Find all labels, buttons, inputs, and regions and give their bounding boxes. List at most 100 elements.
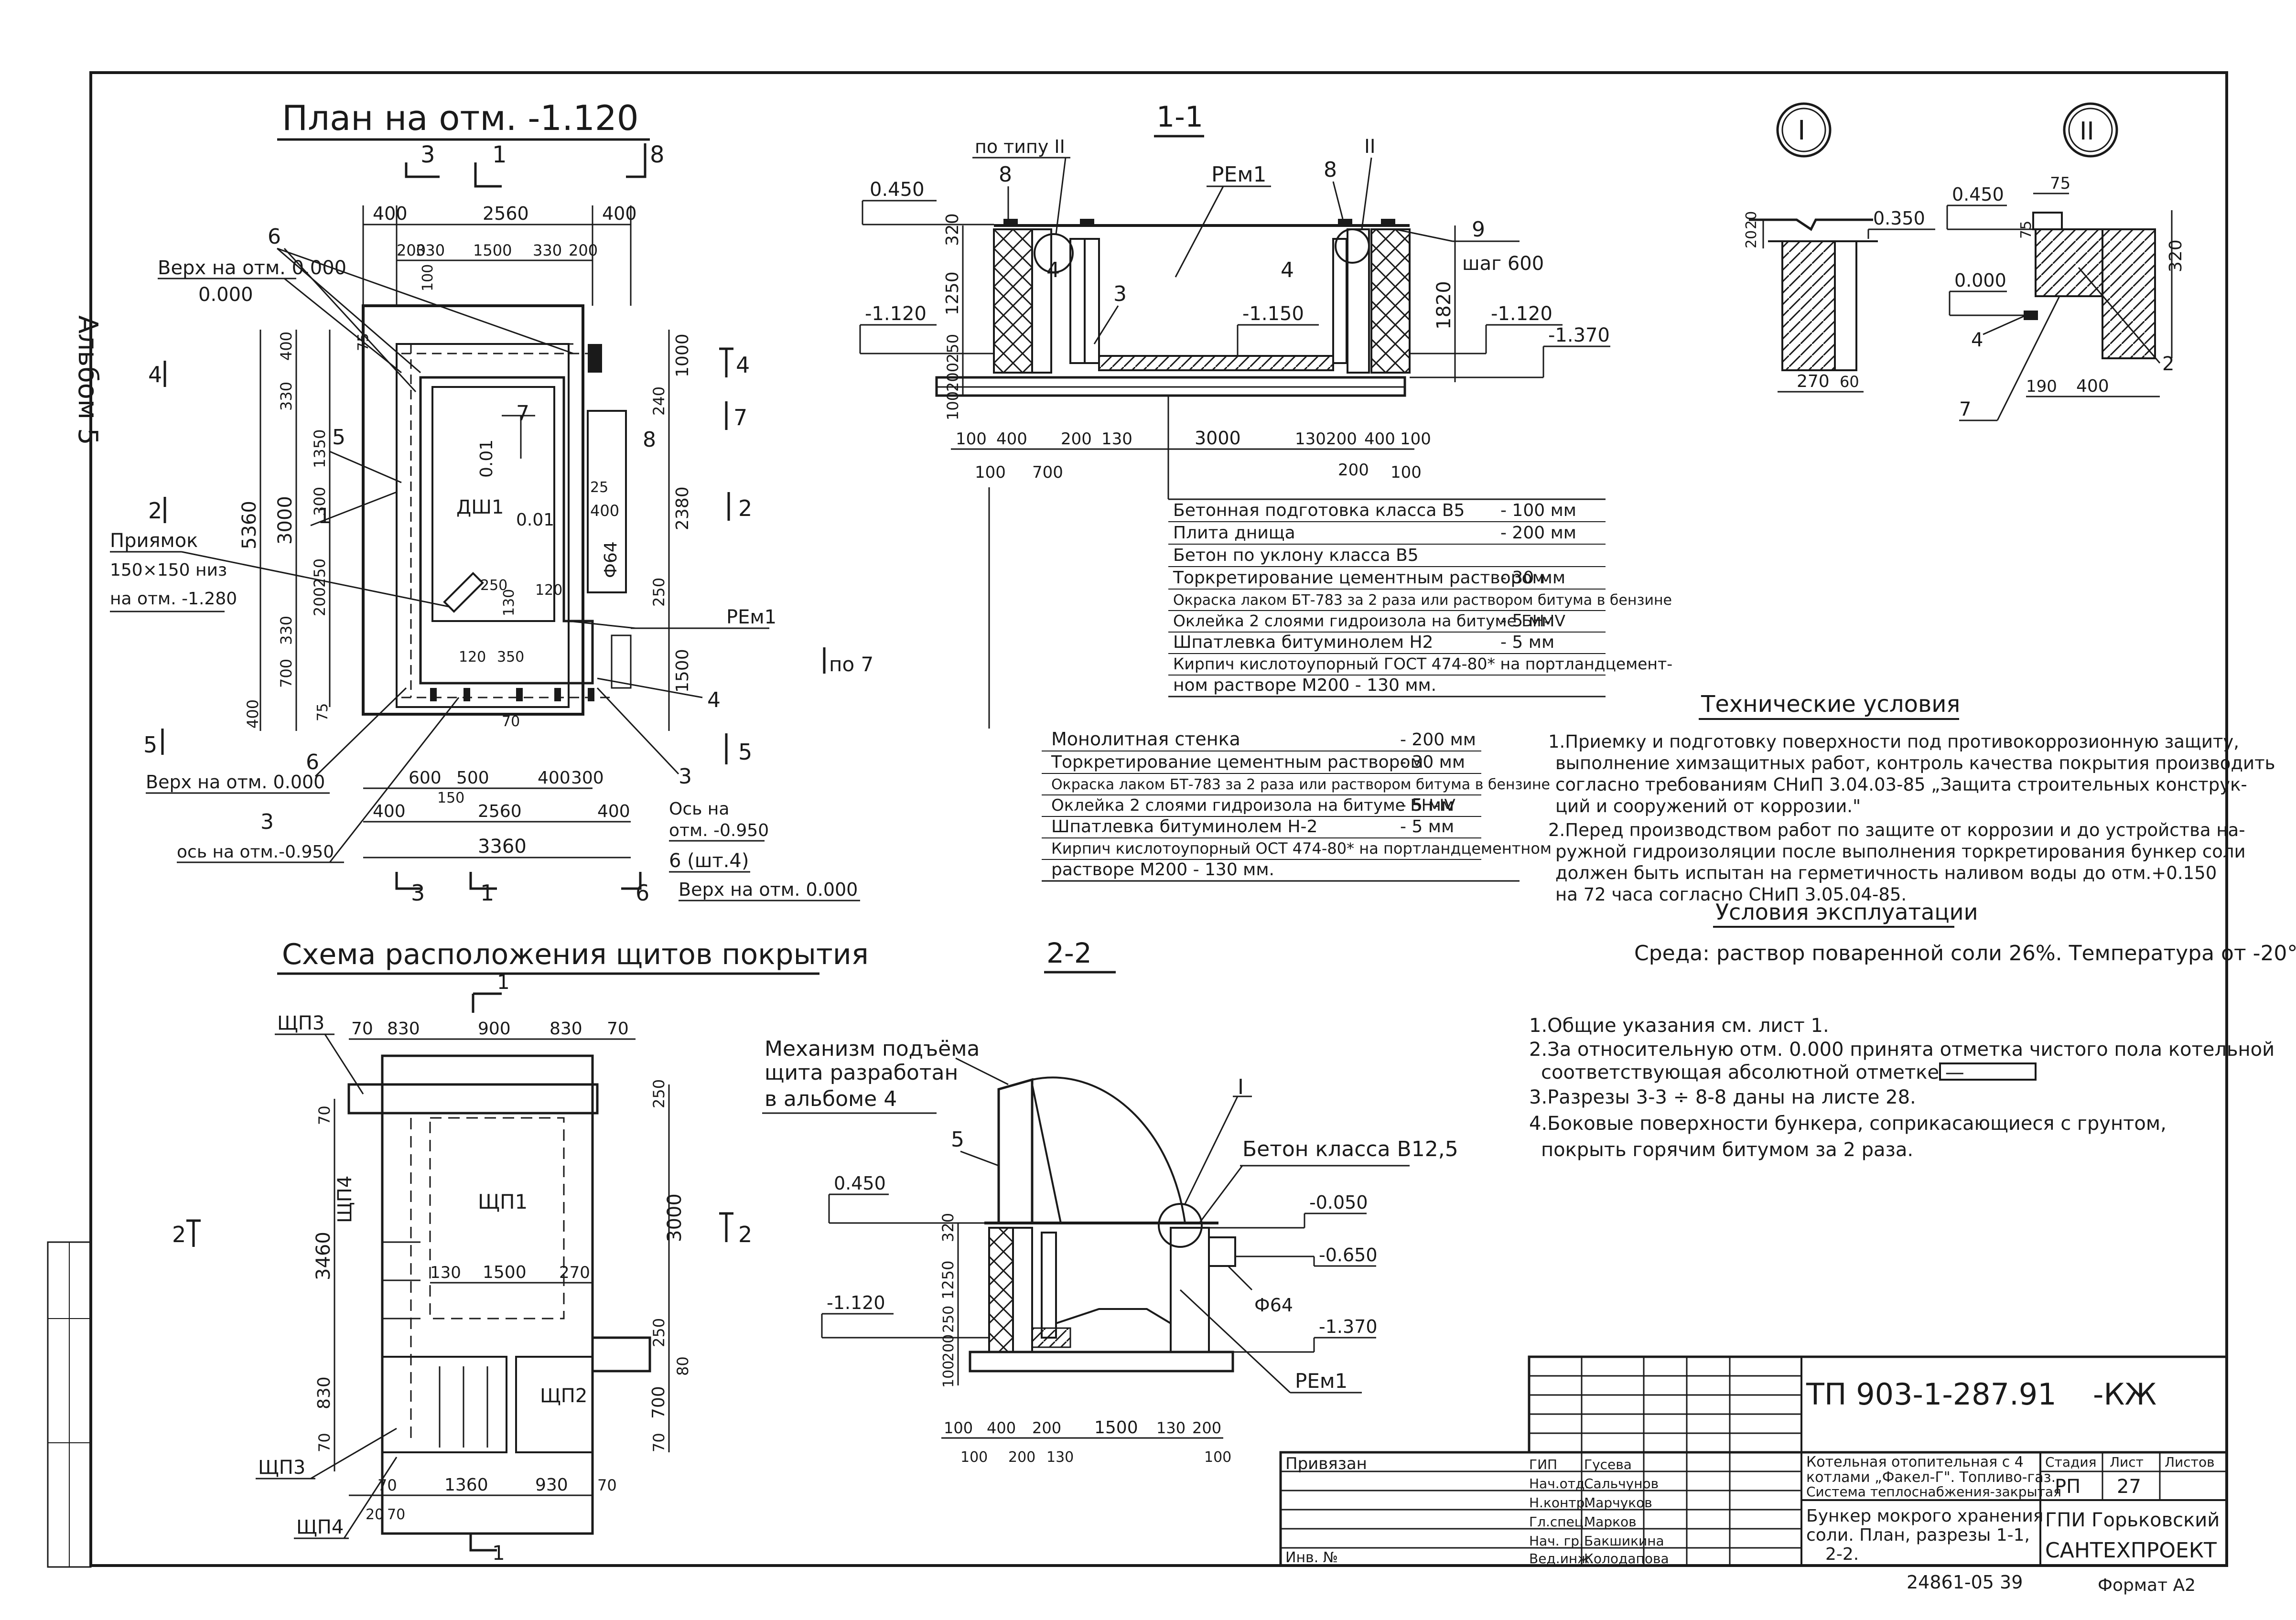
detail-ii-dim-75b: 75 [2018, 221, 2035, 239]
plan-title: План на отм. -1.120 [282, 98, 639, 138]
margin-stamp [47, 1241, 92, 1568]
sec2-dim-b-4: 130 [1156, 1419, 1186, 1437]
sec2-mech-0: Механизм подъёма [765, 1037, 980, 1061]
tech-conditions: Технические условия 1.Приемку и подготов… [1548, 691, 2296, 966]
scheme-sec-2-left: 2 [172, 1222, 186, 1247]
detail-i-elev: 0.350 [1873, 208, 1925, 229]
stamp-sheet-title-2: 2-2. [1825, 1545, 1859, 1564]
layer1-0: Бетонная подготовка класса В5 [1173, 501, 1465, 520]
sec1-dim-320: 320 [943, 213, 962, 246]
plan-small-150: 150 [437, 790, 464, 806]
scheme-sec-2-right: 2 [738, 1222, 752, 1247]
scheme-panel-shp3-top: ЩП3 [277, 1012, 324, 1034]
sec2-elev-1: -1.120 [827, 1292, 885, 1313]
detail-i: I 0.350 20 20 270 60 [1743, 102, 1935, 393]
exp-title: Условия эксплуатации [1715, 899, 1978, 925]
detail-ii-num-7: 7 [1959, 398, 1971, 420]
layer1-6-val: - 5 мм [1500, 633, 1554, 652]
plan-dim-inner-0: 200 [397, 241, 426, 259]
scheme-dim-inner-1: 1500 [483, 1263, 527, 1282]
sec2-dim-b-2: 200 [1032, 1419, 1061, 1437]
scheme-dim-top-1: 830 [387, 1019, 420, 1039]
plan-slope-1: 0.01 [477, 440, 496, 478]
sec1-elev-right1: -1.120 [1491, 303, 1552, 325]
stamp-role-1: Нач.отд. [1529, 1476, 1589, 1491]
detail-i-dim-270: 270 [1797, 372, 1830, 391]
stamp-project-0: Котельная отопительная с 4 [1806, 1454, 2024, 1470]
sec1-title: 1-1 [1156, 100, 1203, 134]
layer1-5-val: - 5 мм [1500, 611, 1554, 631]
detail-i-dim-1: 20 [1743, 211, 1760, 229]
plan-sec-5-left: 5 [143, 732, 157, 758]
plan-small-120a: 120 [535, 582, 562, 599]
scheme-dim-top-3: 830 [550, 1019, 582, 1039]
plan-small-70: 70 [502, 713, 520, 730]
sec1-step: шаг 600 [1462, 253, 1544, 275]
stamp-role-3: Гл.спец. [1529, 1514, 1588, 1530]
scheme-panel-shp4-bot: ЩП4 [296, 1516, 344, 1538]
sec2-pem: РЕм1 [1295, 1369, 1347, 1393]
scheme-dim-bot2-1: 70 [387, 1506, 405, 1523]
plan-dim-b1-0: 600 [409, 768, 442, 788]
plan-dim-250-right: 250 [650, 578, 668, 607]
plan-dim-200-left: 200 [311, 587, 329, 616]
plan-dim-top-1: 2560 [483, 203, 529, 224]
note-1: 2.За относительную отм. 0.000 принята от… [1529, 1039, 2274, 1061]
sec1-dim-b-1: 400 [996, 429, 1027, 449]
stamp-role-2: Н.контр. [1529, 1495, 1589, 1511]
sec2-dim-b-5: 200 [1192, 1419, 1221, 1437]
plan-dsh: ДШ1 [456, 496, 504, 518]
layer2-4: Шпатлевка битуминолем Н-2 [1051, 817, 1317, 837]
detail-i-dim-0: 20 [1743, 230, 1760, 248]
sec1-elev-left: -1.120 [865, 303, 927, 325]
sec1-dim-b-4: 3000 [1195, 428, 1241, 449]
scheme-dim-right-250b: 250 [650, 1318, 668, 1347]
plan-dim-inner-3: 330 [533, 241, 562, 259]
plan-dim-330-left2: 330 [277, 616, 295, 645]
plan-br-top: Верх на отм. 0.000 [679, 879, 858, 900]
plan-small-130: 130 [501, 589, 517, 616]
stamp-project-1: котлами „Факел-Г". Топливо-газ. [1806, 1469, 2056, 1486]
layers-table-1: Бетонная подготовка класса В5 - 100 мм П… [1168, 498, 1672, 697]
scheme-dim-right-250a: 250 [650, 1079, 668, 1108]
scheme-panel-shp3-bot: ЩП3 [258, 1457, 305, 1479]
plan-sec-8-top: 8 [650, 141, 665, 168]
plan-dim-1350: 1350 [311, 429, 329, 468]
plan-sec-6-bot: 6 [636, 880, 649, 906]
plan-leader-6a: 6 [268, 225, 281, 249]
stamp-stage: РП [2055, 1476, 2080, 1498]
sec2-dim-b2-3: 100 [1204, 1449, 1231, 1466]
detail-ii: II 0.450 0.000 75 75 320 190 400 4 7 2 [1946, 102, 2186, 421]
scheme-dim-bot-0: 70 [377, 1476, 397, 1494]
plan-sec-2-right: 2 [738, 495, 752, 521]
scheme-panel-shp2: ЩП2 [540, 1385, 587, 1407]
plan-pit: Приямок [110, 530, 198, 552]
plan-dim-330-left: 330 [277, 382, 295, 411]
sec1-roman-ii: II [1364, 136, 1376, 158]
plan-sec-3-bot: 3 [411, 880, 425, 906]
scheme-dim-right-80: 80 [674, 1356, 692, 1376]
scheme-dim-left-70b: 70 [315, 1433, 334, 1452]
stamp-role-0: ГИП [1529, 1457, 1557, 1472]
layer1-3: Торкретирование цементным раствором [1173, 568, 1545, 588]
layers-table-2: Монолитная стенка - 200 мм Торкретирован… [988, 487, 1552, 882]
sec1-dim-b-5: 130 [1295, 429, 1326, 449]
stamp-role-4: Нач. гр. [1529, 1533, 1584, 1549]
scheme-dim-inner-2: 270 [559, 1263, 590, 1282]
detail-ii-dim-190: 190 [2026, 377, 2057, 396]
note-4: 4.Боковые поверхности бункера, соприкаса… [1529, 1113, 2167, 1135]
stamp-name-2: Марчуков [1584, 1495, 1652, 1511]
stamp-org-2: САНТЕХПРОЕКТ [2045, 1538, 2217, 1563]
sec1-dim-1250: 1250 [943, 271, 962, 315]
stamp-suffix: -КЖ [2093, 1377, 2156, 1412]
stamp-name-4: Бакшикина [1584, 1533, 1664, 1549]
plan-dim-700-left: 700 [277, 659, 295, 688]
detail-ii-dim-400: 400 [2076, 376, 2109, 396]
note-5: покрыть горячим битумом за 2 раза. [1541, 1139, 1913, 1161]
sec1-dim-1820: 1820 [1433, 281, 1455, 330]
scheme-dim-3460: 3460 [313, 1232, 334, 1280]
sec2-mech-1: щита разработан [765, 1061, 958, 1085]
layer1-0-val: - 100 мм [1500, 501, 1576, 520]
sec1-elev-right2: -1.370 [1548, 324, 1610, 346]
layer2-4-val: - 5 мм [1400, 817, 1454, 837]
